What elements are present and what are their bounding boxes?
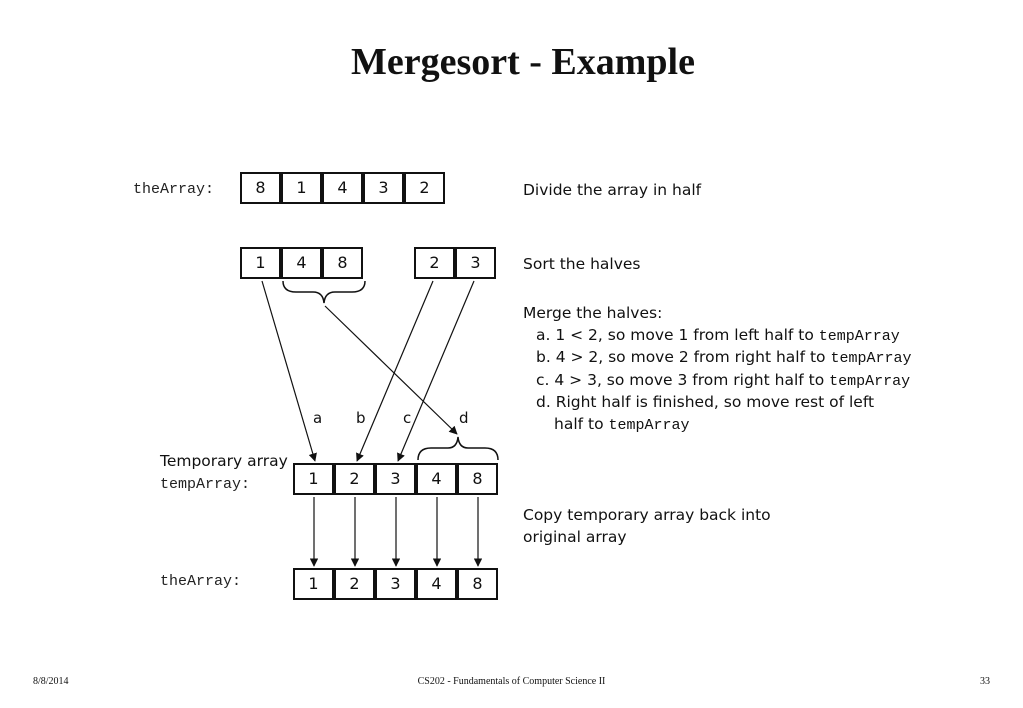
left-half-cell: 8 (322, 247, 363, 279)
divide-description: Divide the array in half (523, 181, 702, 199)
temp-array-cell: 4 (416, 463, 457, 495)
temp-array-cell: 1 (293, 463, 334, 495)
temp-array-code: tempArray (608, 416, 690, 434)
left-half-cell: 4 (281, 247, 322, 279)
merge-step-b-text: b. 4 > 2, so move 2 from right half to (536, 348, 831, 366)
arrow-label-a: a (313, 409, 323, 427)
arrow-a (261, 280, 317, 462)
footer-page-number: 33 (980, 676, 990, 687)
final-array-cell: 8 (457, 568, 498, 600)
copy-line-1: Copy temporary array back into (523, 506, 771, 524)
initial-array-cell: 1 (281, 172, 322, 204)
merge-step-a-text: a. 1 < 2, so move 1 from left half to (536, 325, 819, 344)
initial-array-cell: 2 (404, 172, 445, 204)
temp-array-brace (417, 436, 499, 461)
merge-step-d-cont-text: half to (554, 414, 609, 433)
right-half-cell: 3 (455, 247, 496, 279)
merge-step-a: a. 1 < 2, so move 1 from left half to te… (523, 325, 911, 348)
arrow-label-d: d (459, 409, 469, 427)
merge-step-b: b. 4 > 2, so move 2 from right half to t… (523, 347, 911, 370)
temp-array-code: tempArray (829, 372, 911, 390)
final-array-cell: 1 (293, 568, 334, 600)
copy-line-2: original array (523, 527, 627, 546)
initial-array-cell: 4 (322, 172, 363, 204)
the-array-label-top: theArray: (133, 181, 215, 198)
final-array-cell: 4 (416, 568, 457, 600)
temp-array-code: tempArray (830, 350, 912, 367)
left-half-brace (282, 280, 366, 304)
footer-date: 8/8/2014 (33, 676, 69, 687)
merge-heading: Merge the halves: (523, 304, 663, 322)
merge-step-d: d. Right half is finished, so move rest … (536, 393, 875, 411)
temporary-array-label: Temporary array (160, 452, 288, 470)
temp-array-cell: 2 (334, 463, 375, 495)
footer-course: CS202 - Fundamentals of Computer Science… (417, 676, 606, 687)
temp-array-cell: 3 (375, 463, 416, 495)
left-half-cell: 1 (240, 247, 281, 279)
final-array-cell: 2 (334, 568, 375, 600)
merge-step-d-continued: half to tempArray (523, 414, 911, 437)
temp-array-cell: 8 (457, 463, 498, 495)
arrow-label-b: b (356, 409, 366, 427)
copy-description: Copy temporary array back into original … (523, 505, 771, 548)
slide-title: Mergesort - Example (351, 41, 695, 83)
initial-array-cell: 3 (363, 172, 404, 204)
right-half-cell: 2 (414, 247, 455, 279)
arrow-d (324, 305, 458, 435)
temp-array-code: tempArray (818, 327, 900, 345)
initial-array-cell: 8 (240, 172, 281, 204)
the-array-label-bottom: theArray: (160, 573, 242, 590)
final-array-cell: 3 (375, 568, 416, 600)
merge-description: Merge the halves: a. 1 < 2, so move 1 fr… (523, 303, 911, 436)
sort-description: Sort the halves (523, 255, 641, 273)
temp-array-label: tempArray: (160, 476, 251, 493)
arrow-label-c: c (403, 409, 412, 427)
arrow-b (356, 280, 434, 462)
arrow-c (397, 280, 475, 462)
merge-step-c: c. 4 > 3, so move 3 from right half to t… (523, 370, 911, 393)
merge-step-c-text: c. 4 > 3, so move 3 from right half to (536, 370, 830, 389)
